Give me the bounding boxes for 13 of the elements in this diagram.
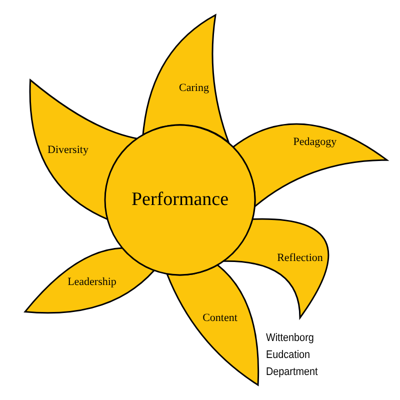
petal-shape — [25, 248, 154, 314]
petal-label: Pedagogy — [293, 136, 337, 148]
petal-label: Reflection — [277, 252, 323, 264]
petal-shape — [233, 124, 387, 206]
petal-shape — [142, 15, 228, 142]
petal-label: Caring — [179, 82, 209, 94]
petal-label: Leadership — [68, 276, 116, 288]
center-title: Performance — [131, 189, 229, 211]
petal-label: Content — [202, 312, 238, 324]
center-circle — [105, 125, 255, 275]
petal-shape — [167, 265, 258, 385]
department-note: Wittenborg Eudcation Department — [266, 331, 316, 380]
petal-label: Diversity — [48, 144, 88, 156]
